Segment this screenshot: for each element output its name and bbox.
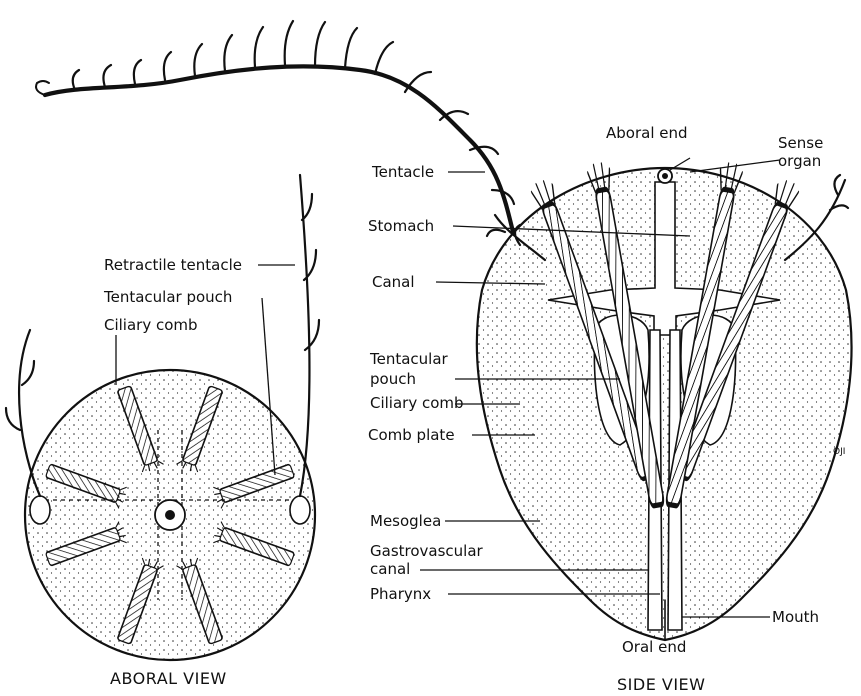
label-tentacular-pouch-right-2: pouch [370, 370, 416, 388]
label-oral-end: Oral end [622, 638, 686, 656]
label-stomach: Stomach [368, 217, 434, 235]
label-tentacle: Tentacle [371, 163, 434, 181]
label-retractile-tentacle: Retractile tentacle [104, 256, 242, 274]
label-canal: Canal [372, 273, 415, 291]
label-mesoglea: Mesoglea [370, 512, 441, 530]
artist-signature: OJI [833, 447, 845, 457]
label-tentacular-pouch-left: Tentacular pouch [103, 288, 232, 306]
label-pharynx: Pharynx [370, 585, 431, 603]
label-ciliary-comb-left: Ciliary comb [104, 316, 198, 334]
caption-aboral-view: ABORAL VIEW [110, 669, 227, 688]
label-comb-plate: Comb plate [368, 426, 455, 444]
caption-side-view: SIDE VIEW [617, 675, 705, 694]
label-tentacular-pouch-right-1: Tentacular [369, 350, 449, 368]
label-gastrovascular-2: canal [370, 560, 410, 578]
label-sense-organ-2: organ [778, 152, 821, 170]
label-gastrovascular-1: Gastrovascular [370, 542, 484, 560]
label-ciliary-comb-right: Ciliary comb [370, 394, 464, 412]
label-aboral-end: Aboral end [606, 124, 688, 142]
label-mouth: Mouth [772, 608, 819, 626]
long-tentacle [36, 21, 515, 240]
aboral-view [6, 175, 319, 660]
label-sense-organ-1: Sense [778, 134, 823, 152]
